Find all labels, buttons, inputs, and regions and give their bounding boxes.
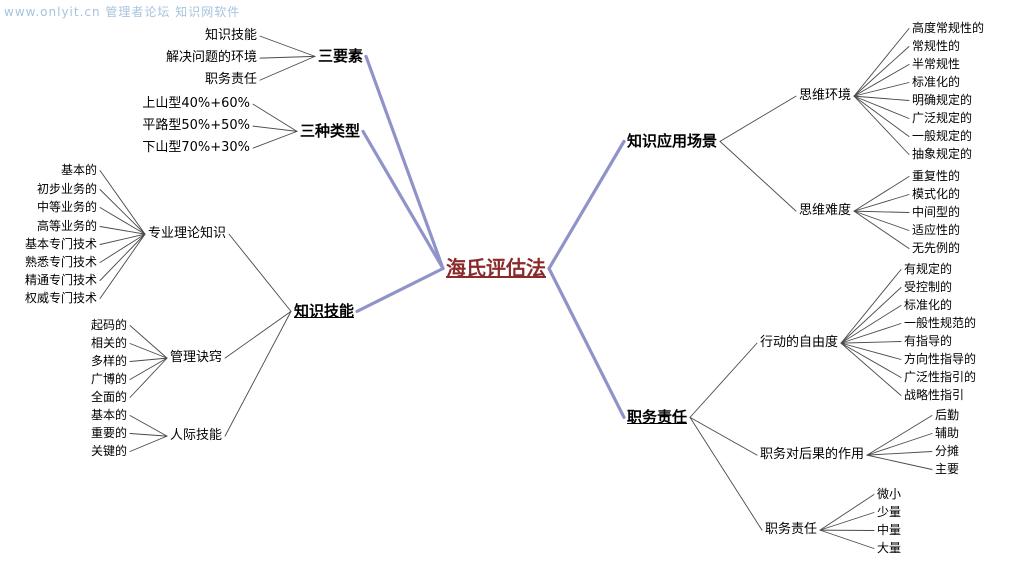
node-job-effect: 职务对后果的作用 <box>760 447 865 462</box>
node-knowledge-application: 知识应用场景 <box>627 132 718 150</box>
node-pt-4: 高等业务的 <box>36 219 97 233</box>
node-professional-theory: 专业理论知识 <box>148 226 227 241</box>
node-job-resp-magnitude: 职务责任 <box>765 522 818 537</box>
node-af-3: 标准化的 <box>904 298 953 312</box>
node-jm-4: 大量 <box>877 541 902 555</box>
node-env-3: 半常规性 <box>912 57 961 71</box>
node-af-5: 有指导的 <box>904 334 953 348</box>
node-mk-4: 广博的 <box>90 372 127 386</box>
node-mk-3: 多样的 <box>90 354 127 368</box>
node-env-2: 常规性的 <box>912 39 961 53</box>
node-type-downhill: 下山型70%+30% <box>142 140 250 155</box>
node-thinking-difficulty: 思维难度 <box>799 203 852 218</box>
node-thinking-environment: 思维环境 <box>799 88 852 103</box>
node-je-1: 后勤 <box>935 408 960 422</box>
node-action-freedom: 行动的自由度 <box>760 335 839 350</box>
node-dif-2: 模式化的 <box>912 187 961 201</box>
node-dif-1: 重复性的 <box>912 169 961 183</box>
watermark: www.onlyit.cn 管理者论坛 知识网软件 <box>4 5 241 19</box>
node-pt-2: 初步业务的 <box>36 182 97 196</box>
node-job-responsibility: 职务责任 <box>627 408 688 426</box>
node-type-flat: 平路型50%+50% <box>142 118 250 133</box>
node-is-1: 基本的 <box>90 408 127 422</box>
node-te-job-resp: 职务责任 <box>204 72 257 87</box>
node-mk-1: 起码的 <box>90 318 127 332</box>
node-af-4: 一般性规范的 <box>904 316 977 330</box>
node-af-1: 有规定的 <box>904 262 953 276</box>
node-management-knowhow: 管理诀窍 <box>170 350 223 365</box>
node-te-knowledge-skill: 知识技能 <box>204 28 257 43</box>
node-env-6: 广泛规定的 <box>912 111 973 125</box>
node-mk-2: 相关的 <box>90 336 127 350</box>
node-dif-3: 中间型的 <box>912 205 961 219</box>
node-pt-6: 熟悉专门技术 <box>24 255 97 269</box>
node-env-8: 抽象规定的 <box>912 147 973 161</box>
node-jm-2: 少量 <box>877 505 902 519</box>
node-je-4: 主要 <box>935 462 960 476</box>
node-te-problem-env: 解决问题的环境 <box>165 50 257 65</box>
node-dif-5: 无先例的 <box>912 241 961 255</box>
node-af-2: 受控制的 <box>904 280 953 294</box>
node-pt-5: 基本专门技术 <box>24 237 97 251</box>
node-env-4: 标准化的 <box>912 75 961 89</box>
node-env-1: 高度常规性的 <box>912 21 985 35</box>
node-center: 海氏评估法 <box>446 256 546 280</box>
node-pt-3: 中等业务的 <box>36 200 97 214</box>
node-three-elements: 三要素 <box>318 47 364 65</box>
node-af-8: 战略性指引 <box>904 388 965 402</box>
node-jm-3: 中量 <box>877 523 902 537</box>
node-three-types: 三种类型 <box>300 122 361 140</box>
node-af-7: 广泛性指引的 <box>904 370 977 384</box>
node-env-5: 明确规定的 <box>912 93 973 107</box>
node-is-2: 重要的 <box>90 426 127 440</box>
node-is-3: 关键的 <box>90 444 127 458</box>
node-pt-8: 权威专门技术 <box>24 291 97 305</box>
node-type-uphill: 上山型40%+60% <box>142 96 250 111</box>
node-knowledge-skill: 知识技能 <box>294 302 355 320</box>
node-dif-4: 适应性的 <box>912 223 961 237</box>
node-pt-1: 基本的 <box>60 163 97 177</box>
node-jm-1: 微小 <box>877 487 902 501</box>
node-af-6: 方向性指导的 <box>904 352 977 366</box>
node-mk-5: 全面的 <box>90 390 127 404</box>
node-pt-7: 精通专门技术 <box>24 273 97 287</box>
node-je-2: 辅助 <box>935 426 960 440</box>
node-je-3: 分摊 <box>935 444 960 458</box>
node-env-7: 一般规定的 <box>912 129 973 143</box>
node-interpersonal-skill: 人际技能 <box>170 428 223 443</box>
